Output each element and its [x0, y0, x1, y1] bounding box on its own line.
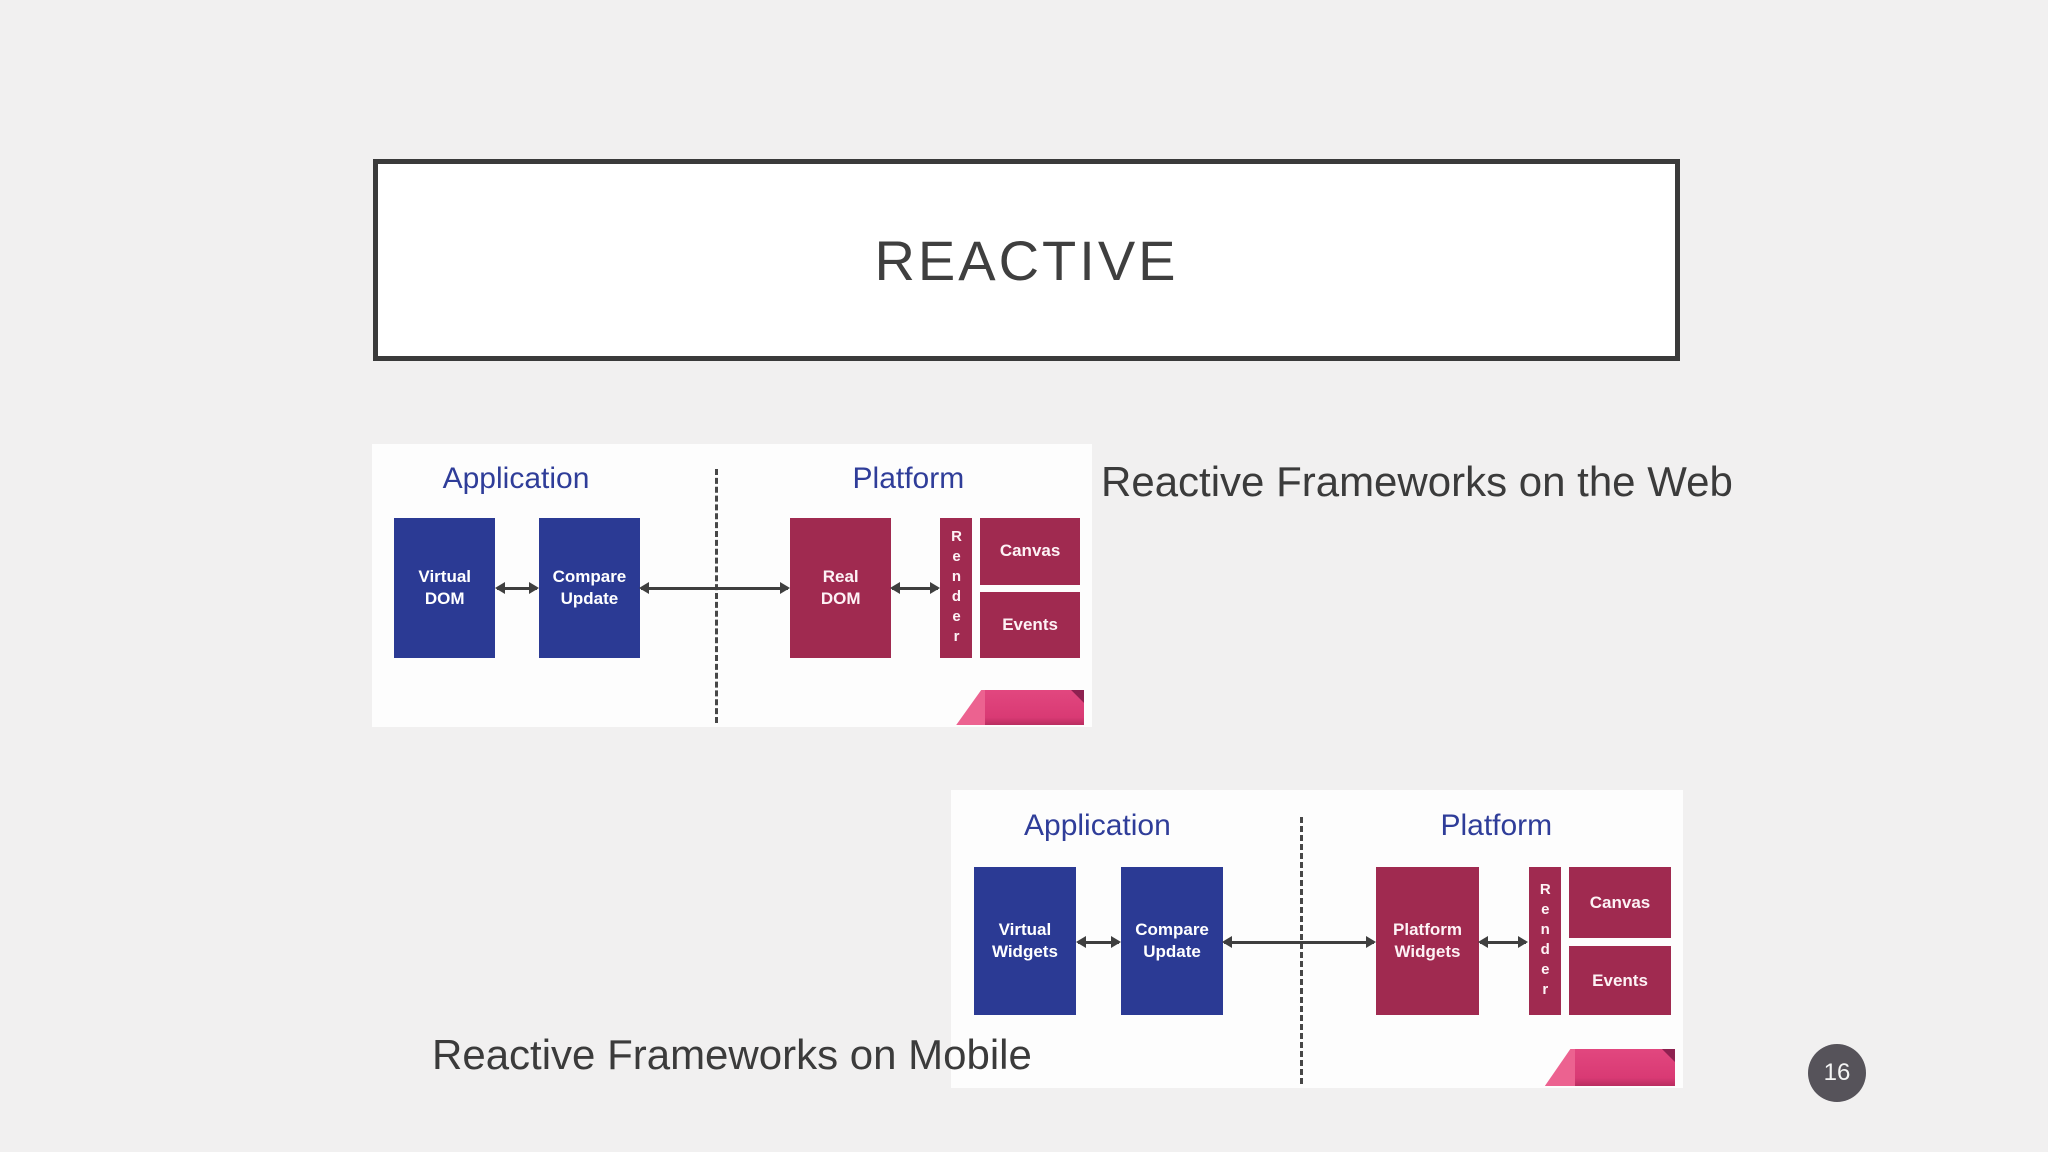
arrow-compare-to-platformwidgets [1222, 935, 1377, 948]
platform-widgets-box: Platform Widgets [1376, 867, 1479, 1015]
application-heading: Application [1024, 809, 1171, 843]
events-box: Events [1568, 946, 1672, 1015]
arrow-compare-to-realdom [638, 582, 790, 595]
arrow-virtual-to-compare [1075, 935, 1121, 948]
render-box: Render [1528, 867, 1562, 1015]
arrow-virtual-to-compare [494, 582, 540, 595]
arrow-platformwidgets-to-render [1477, 935, 1529, 948]
real-dom-box: Real DOM [790, 517, 892, 658]
ribbon-main [1574, 1048, 1675, 1087]
render-box: Render [940, 517, 973, 658]
virtual-dom-box: Virtual DOM [394, 517, 496, 658]
ribbon-main [985, 689, 1085, 726]
page-number-badge: 16 [1808, 1044, 1866, 1102]
compare-update-box: Compare Update [539, 517, 640, 658]
canvas-box: Canvas [979, 517, 1081, 585]
events-box: Events [979, 592, 1081, 658]
canvas-box: Canvas [1568, 867, 1672, 939]
render-label: Render [948, 527, 966, 648]
platform-heading: Platform [1440, 809, 1553, 843]
caption-reactive-mobile: Reactive Frameworks on Mobile [432, 1031, 1032, 1078]
arrow-realdom-to-render [889, 582, 940, 595]
slide-title-frame: REACTIVE [373, 159, 1680, 361]
diagram-reactive-mobile: Application Platform Virtual Widgets Com… [951, 790, 1683, 1088]
diagram-reactive-web: Application Platform Virtual DOM Compare… [372, 444, 1092, 727]
application-heading: Application [442, 462, 590, 496]
caption-reactive-web: Reactive Frameworks on the Web [1101, 458, 1733, 505]
application-platform-divider [715, 469, 719, 723]
slide-title: REACTIVE [874, 228, 1179, 292]
render-label: Render [1536, 881, 1554, 1002]
pink-ribbon-decoration [955, 689, 1085, 726]
platform-heading: Platform [852, 462, 965, 496]
application-platform-divider [1300, 816, 1304, 1084]
virtual-widgets-box: Virtual Widgets [973, 867, 1077, 1015]
page-number: 16 [1823, 1059, 1851, 1086]
pink-ribbon-decoration [1544, 1048, 1675, 1087]
compare-update-box: Compare Update [1120, 867, 1224, 1015]
